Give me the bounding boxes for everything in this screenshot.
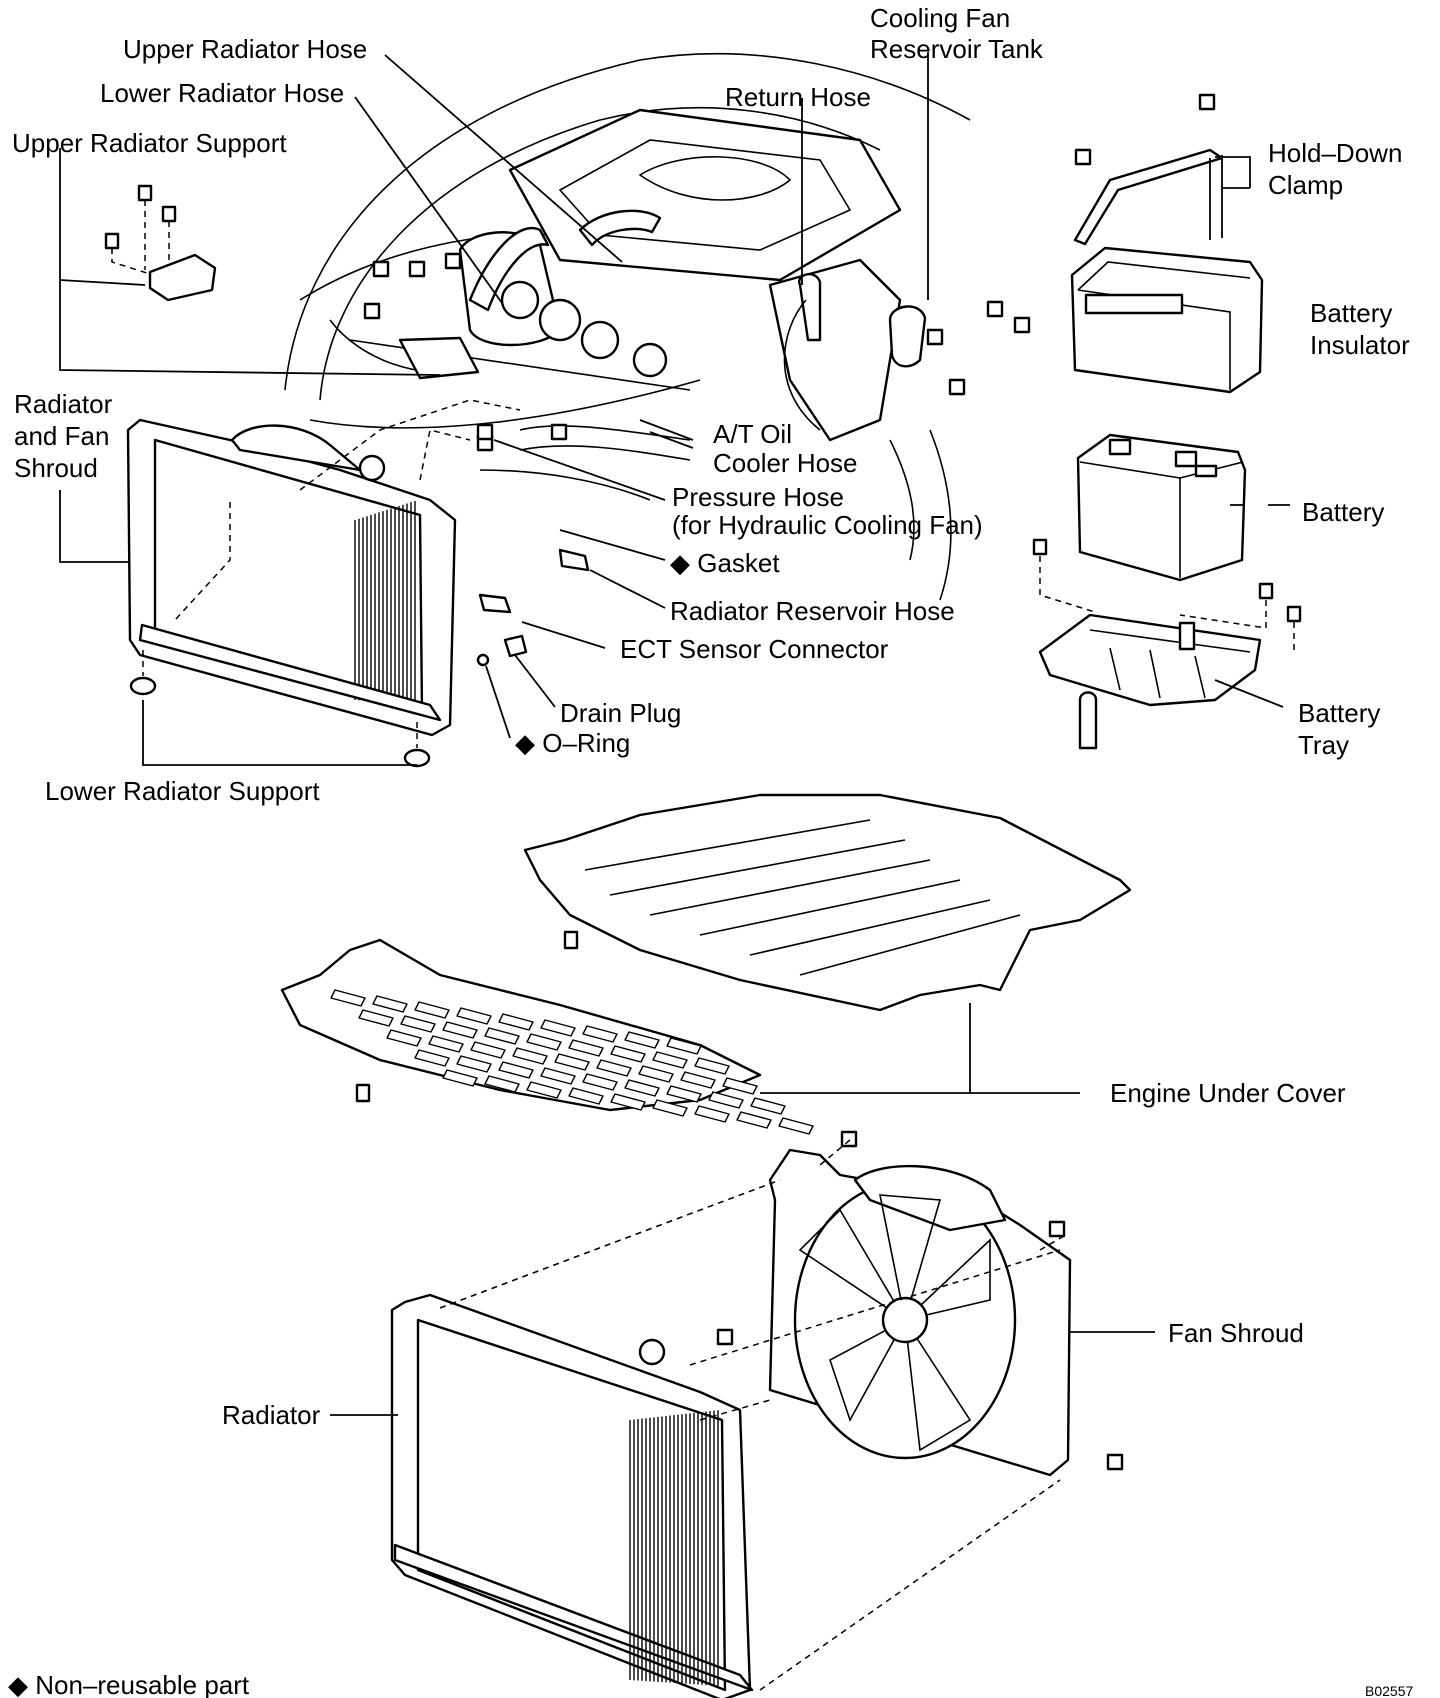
- label-radiator-and-fan-shroud-line2: and Fan: [14, 421, 109, 451]
- label-radiator-reservoir-hose: Radiator Reservoir Hose: [670, 596, 955, 626]
- fan-shroud-part: [716, 1130, 1124, 1477]
- leader-lines: [59, 52, 1290, 1416]
- label-fan-shroud: Fan Shroud: [1168, 1318, 1304, 1348]
- label-ect-sensor-connector: ECT Sensor Connector: [620, 634, 889, 664]
- label-radiator: Radiator: [222, 1400, 321, 1430]
- label-radiator-and-fan-shroud-line3: Shroud: [14, 453, 98, 483]
- label-at-oil-cooler-hose-line2: Cooler Hose: [713, 448, 858, 478]
- figure-code: B02557: [1365, 1683, 1413, 1698]
- battery-group: [1032, 93, 1302, 750]
- label-cooling-fan-reservoir-tank-line2: Reservoir Tank: [870, 34, 1044, 64]
- label-return-hose: Return Hose: [725, 82, 871, 112]
- upper-radiator-support-part: [104, 184, 217, 302]
- label-lower-radiator-support: Lower Radiator Support: [45, 776, 320, 806]
- label-upper-radiator-hose: Upper Radiator Hose: [123, 34, 367, 64]
- label-battery-insulator-line1: Battery: [1310, 298, 1392, 328]
- label-o-ring: ◆ O–Ring: [515, 728, 630, 758]
- label-cooling-fan-reservoir-tank-line1: Cooling Fan: [870, 3, 1010, 33]
- small-parts: [476, 423, 590, 667]
- label-pressure-hose-line2: (for Hydraulic Cooling Fan): [672, 510, 983, 540]
- radiator-part: [390, 1293, 754, 1698]
- engine-under-cover-part: [280, 793, 1132, 1135]
- label-battery-insulator-line2: Insulator: [1310, 330, 1410, 360]
- label-battery: Battery: [1302, 497, 1384, 527]
- label-pressure-hose-line1: Pressure Hose: [672, 482, 844, 512]
- label-battery-tray-line1: Battery: [1298, 698, 1380, 728]
- label-gasket: ◆ Gasket: [670, 548, 780, 578]
- labels: Cooling Fan Reservoir Tank Upper Radiato…: [8, 3, 1413, 1698]
- label-engine-under-cover: Engine Under Cover: [1110, 1078, 1346, 1108]
- label-hold-down-clamp-line2: Clamp: [1268, 170, 1343, 200]
- label-battery-tray-line2: Tray: [1298, 730, 1349, 760]
- radiator-and-fan-shroud-part: [126, 399, 521, 737]
- label-drain-plug: Drain Plug: [560, 698, 681, 728]
- label-upper-radiator-support: Upper Radiator Support: [12, 128, 287, 158]
- label-hold-down-clamp-line1: Hold–Down: [1268, 138, 1402, 168]
- lower-radiator-support-part: [129, 650, 431, 768]
- label-lower-radiator-hose: Lower Radiator Hose: [100, 78, 344, 108]
- legend-non-reusable-part: ◆ Non–reusable part: [8, 1670, 250, 1698]
- label-at-oil-cooler-hose-line1: A/T Oil: [713, 419, 792, 449]
- assembly-guides: [439, 1139, 1065, 1691]
- label-radiator-and-fan-shroud-line1: Radiator: [14, 389, 113, 419]
